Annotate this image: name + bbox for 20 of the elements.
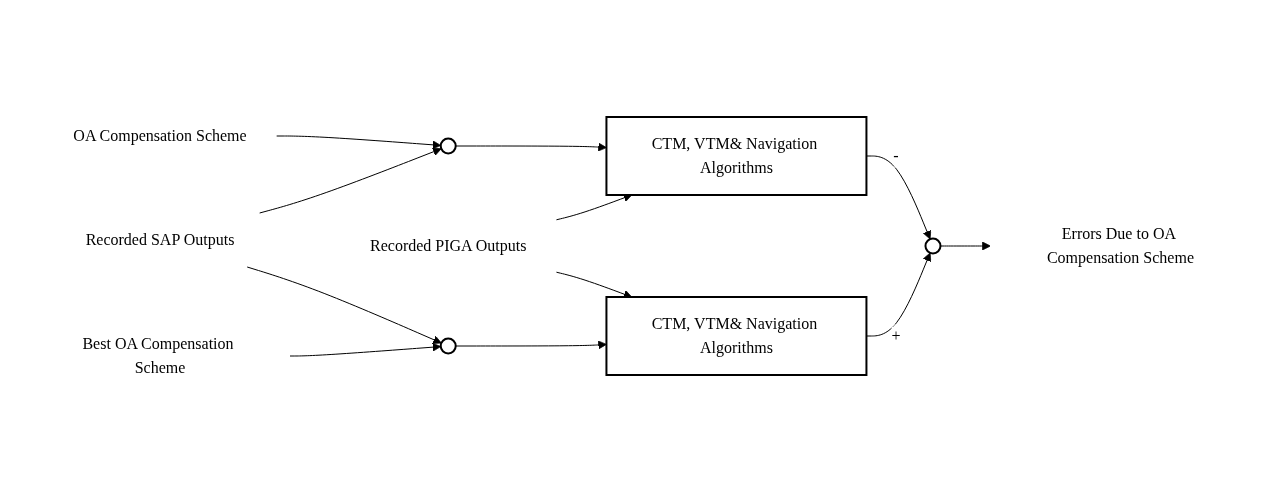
node-circle: [439, 337, 457, 355]
arrow: [246, 266, 442, 344]
arrow: [258, 147, 442, 214]
node-circle: [439, 137, 457, 155]
node-box: CTM, VTM& Navigation Algorithms: [605, 116, 868, 196]
node-text: Errors Due to OA Compensation Scheme: [1046, 225, 1194, 266]
arrow: [939, 241, 991, 251]
node-text: OA Compensation Scheme: [73, 127, 247, 144]
arrow: [455, 142, 607, 152]
edge-label: -: [893, 147, 899, 164]
node-text: Recorded PIGA Outputs: [369, 237, 527, 254]
edge-label: +: [891, 327, 901, 344]
node-circle: [924, 237, 942, 255]
arrow: [555, 271, 632, 299]
node-text: Best OA Compensation Scheme: [82, 335, 234, 376]
arrow: [455, 340, 607, 350]
node-box: CTM, VTM& Navigation Algorithms: [605, 296, 868, 376]
arrow: [275, 135, 441, 150]
node-text: Recorded SAP Outputs: [85, 231, 235, 248]
arrow: [289, 342, 441, 357]
